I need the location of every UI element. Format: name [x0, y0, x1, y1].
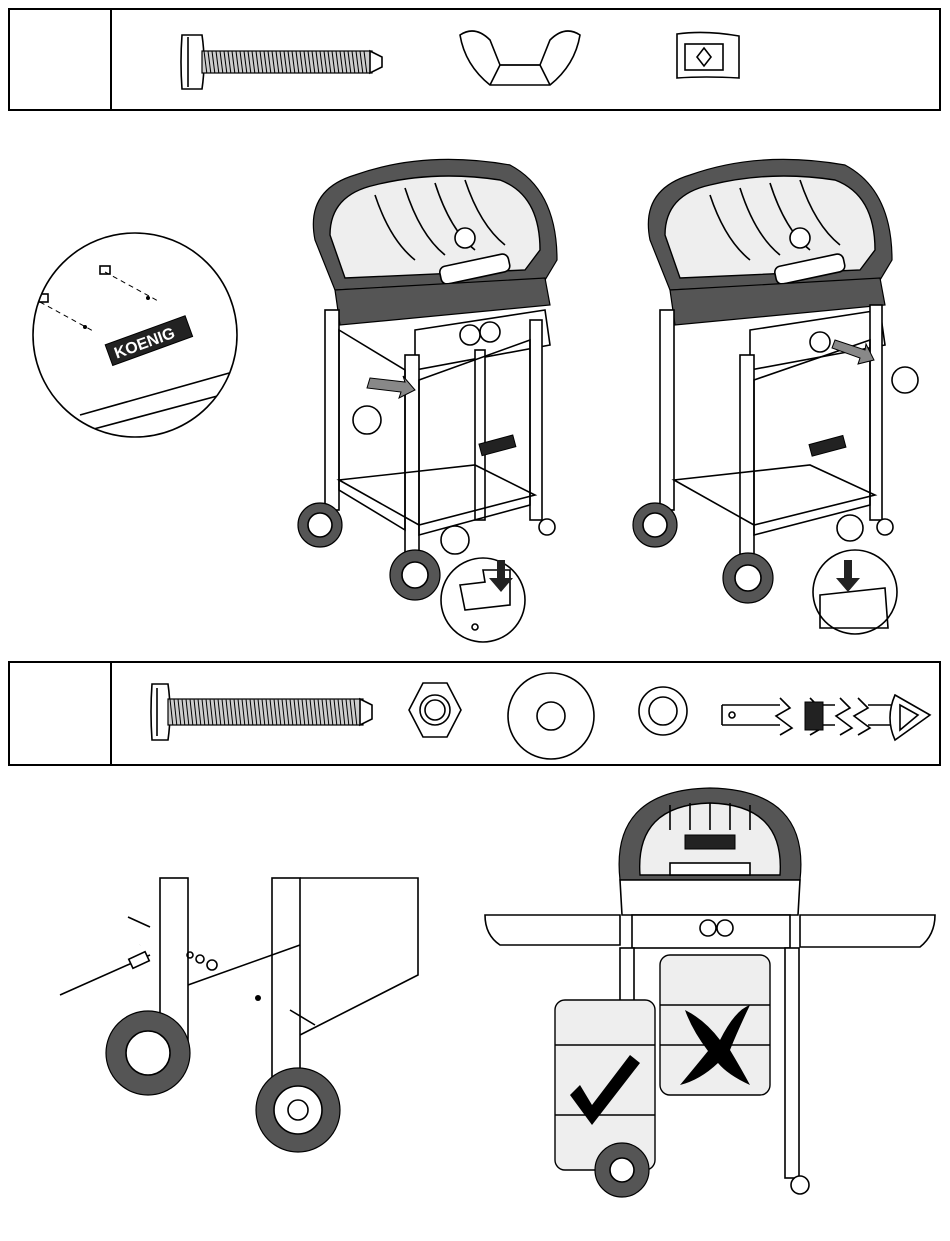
small-washer-icon [637, 685, 689, 737]
step-number-cell [10, 663, 112, 764]
logo-installation-detail: KOENIG [30, 230, 240, 440]
tank-strap-assembly [20, 875, 420, 1170]
tank-strap-icon [720, 680, 935, 745]
grill-cart-side-view [630, 150, 920, 645]
grill-cart-front-view [295, 150, 570, 645]
bolt-icon [150, 680, 375, 745]
hex-nut-icon [405, 680, 465, 740]
step-number-cell [10, 10, 112, 109]
large-washer-icon [505, 670, 597, 762]
screw-icon [180, 25, 385, 100]
logo-badge-clip-icon [675, 30, 745, 82]
wing-nut-icon [455, 25, 585, 90]
gas-tank-placement-correct-incorrect [480, 785, 940, 1200]
